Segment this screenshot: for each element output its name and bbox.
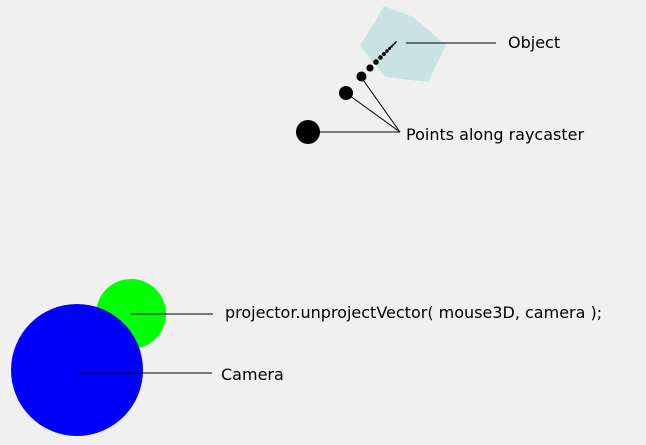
points-leader-line [360,76,401,133]
ray-point [366,64,374,72]
ray-point [390,45,393,48]
ray-point [388,47,391,50]
ray-point [385,49,389,53]
camera-circle [11,304,143,436]
ray-point [382,52,386,56]
ray-point [356,71,367,82]
ray-point [395,41,397,43]
ray-point [378,55,383,60]
points-along-raycaster-label: Points along raycaster [406,125,585,144]
ray-point [393,42,396,45]
points-leader-line [345,92,401,133]
camera-label: Camera [221,365,284,384]
ray-point [392,43,395,46]
unproject-vector-label: projector.unprojectVector( mouse3D, came… [225,303,603,322]
object-shape [360,6,446,82]
ray-point [373,59,379,65]
object-label: Object [508,33,561,52]
